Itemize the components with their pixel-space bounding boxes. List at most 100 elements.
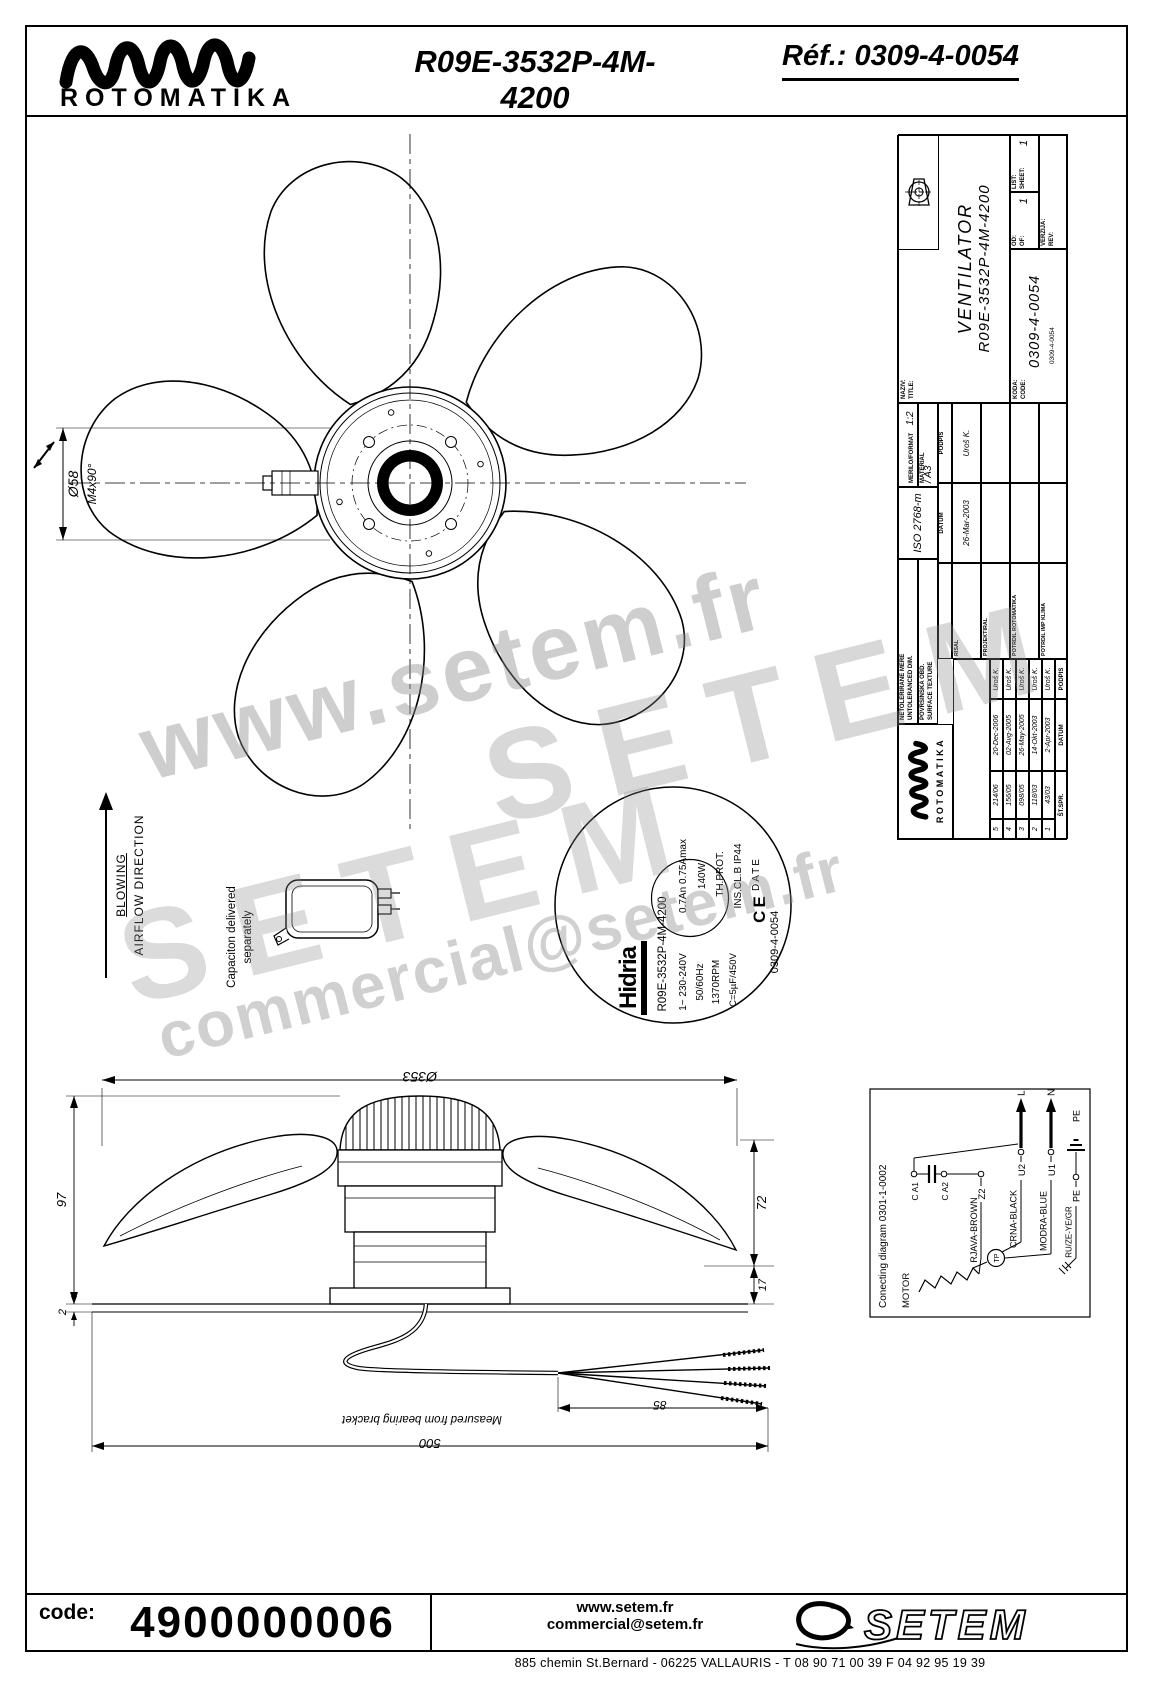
dim-500-label: 500 (418, 1436, 440, 1451)
iso-tolerance: ISO 2768-m (898, 487, 938, 559)
wire-blue-label: MODRA-BLUE (1039, 1191, 1049, 1251)
sticker-brand: Hidria (615, 945, 642, 1009)
dim-85: 85 (557, 1377, 769, 1412)
rev-row-date: 26-May-2005 (1016, 699, 1029, 771)
fan-front-view-drawing: Ø58 M4x90° (33, 134, 746, 834)
airflow-label-2-wrap: AIRFLOW DIRECTION (132, 790, 152, 980)
dim-97-label: 97 (54, 1192, 69, 1207)
capacitor-note-1: Capaciton delivered (226, 886, 238, 988)
dim-353-label: Ø353 (403, 1069, 438, 1085)
footer-contact: www.setem.fr commercial@setem.fr (480, 1599, 770, 1633)
rev-row-sig: Uroš K. (1042, 659, 1055, 699)
rotomatika-logo-icon (59, 38, 256, 90)
wire-ground-label: RU/ZE-YE/GR (1065, 1206, 1074, 1258)
rev-header-sig: PODPIS (1055, 659, 1068, 699)
netol-label-1: NETOLERIRANE MERE (900, 653, 906, 720)
sticker-voltage: 1~ 230-240V (678, 953, 689, 1011)
setem-swirl-icon (796, 1601, 851, 1641)
sticker-thermal: TH.PROT. (715, 851, 726, 897)
tp-label: TP (994, 1253, 1001, 1262)
rev-row-ref: 156/05 (1003, 771, 1016, 819)
dim-72-label: 72 (754, 1195, 769, 1210)
role-risal: RISAL (952, 563, 981, 659)
rev-header-date: DATUM (1055, 699, 1068, 771)
dim-500: 500 Measured from bearing bracket (91, 1312, 769, 1452)
dim-2: 2 (57, 1292, 92, 1326)
sticker-center-hole (650, 858, 730, 938)
ce-mark-icon: CE (750, 893, 769, 923)
dim-72: 72 (704, 1139, 774, 1267)
footer-code-label: code: (39, 1601, 96, 1624)
rev-row-n: 1 (1042, 819, 1055, 839)
pe-end-label: PE (1072, 1110, 1082, 1122)
koda-label: KODA: (1013, 379, 1019, 399)
rev-row-n: 4 (1003, 819, 1016, 839)
sticker-date-label: DATE (751, 857, 762, 891)
reference-number: Réf.: 0309-4-0054 (782, 40, 1019, 81)
dim-85-label: 85 (653, 1398, 667, 1412)
header-divider (25, 115, 1128, 117)
role-potrdil-2: POTRDIL IMP KLIMA (1039, 563, 1068, 659)
code-small: 0309-4-0054 (1049, 327, 1056, 364)
footer-code-value: 4900000006 (130, 1597, 395, 1647)
rev-row-sig: Uroš K. (1029, 659, 1042, 699)
motor-winding-icon (918, 1266, 980, 1293)
terminal-u2: U2 (1017, 1164, 1028, 1176)
rev-row-ref: 118/03 (1029, 771, 1042, 819)
rotomatika-logo-small-icon (908, 740, 929, 820)
shaft-dimension: Ø58 M4x90° (33, 427, 330, 541)
netol-label-2: UNTOLERANCED DIM. (907, 655, 914, 720)
footer-url[interactable]: www.setem.fr (576, 1599, 674, 1616)
title-block-logo-cell: ROTOMATIKA (898, 724, 953, 839)
airflow-label-1-wrap: BLOWING (114, 790, 134, 980)
fan-blades (80, 160, 703, 797)
rev-row-ref: 098/05 (1016, 771, 1029, 819)
sticker-speed: 1370RPM (711, 960, 722, 1004)
airflow-label-1: BLOWING (114, 853, 128, 917)
drawing-title-1: VENTILATOR (955, 202, 975, 335)
footer-email[interactable]: commercial@setem.fr (546, 1616, 704, 1633)
role-potrdil-1-date (1010, 483, 1039, 563)
rev-row-ref: 214/06 (990, 771, 1003, 819)
koda-cell: KODA: CODE: 0309-4-0054 0309-4-0054 (1010, 249, 1068, 403)
podpis-header: PODPIS (938, 403, 952, 483)
dim-overall-diameter: Ø353 (101, 1069, 738, 1146)
title-block: ROTOMATIKA 5 214/06 20-Dec-2006 Uroš K. … (897, 134, 1068, 840)
dim-17: 17 (732, 1266, 774, 1305)
code-value: 0309-4-0054 (1027, 274, 1043, 368)
side-blade-right (502, 1135, 738, 1252)
connection-title: Conecting diagram 0301-1-0002 (878, 1164, 889, 1308)
wire-brown-label: RJAVA-BROWN (969, 1197, 979, 1262)
role-risal-sig: Uroš K. (952, 403, 981, 483)
arrow-n-icon (1046, 1098, 1056, 1112)
rev-row-n: 5 (990, 819, 1003, 839)
role-potrdil-2-sig (1039, 403, 1068, 483)
sticker-capacitor: C=5µF/450V (728, 952, 739, 1006)
role-projektiral-sig (981, 403, 1010, 483)
role-projektiral: PROJEKTIRAL (981, 563, 1010, 659)
footer-address: 885 chemin St.Bernard - 06225 VALLAURIS … (514, 1656, 986, 1670)
title-block-spacer-cell (953, 659, 990, 839)
footer-divider (25, 1593, 1128, 1595)
surface-label-2: SURFACE TEXTURE (927, 661, 934, 720)
sticker-current: 0.7An 0.75Amax (678, 839, 689, 913)
rev-row-sig: Uroš K. (1016, 659, 1029, 699)
rev-header-n: ŠT.SPR. (1055, 771, 1068, 839)
power-cable (343, 1303, 771, 1406)
rev-row-n: 3 (1016, 819, 1029, 839)
rev-row-date: 02-Avg-2005 (1003, 699, 1016, 771)
role-potrdil-2-date (1039, 483, 1068, 563)
verzija-label: VERZIJA: (1041, 218, 1047, 246)
header-brand: ROTOMATIKA (60, 84, 298, 112)
page-title: R09E-3532P-4M-4200 (414, 44, 656, 115)
side-view-note: Measured from bearing bracket (341, 1413, 502, 1425)
fan-side-view-drawing: Ø353 97 2 (54, 1069, 774, 1452)
capacitor-drawing (273, 879, 400, 946)
hidria-logo-icon: Hidria (615, 941, 647, 1015)
motor-body (329, 1095, 511, 1305)
terminal-pe: PE (1072, 1190, 1082, 1202)
setem-logo: SETEM (795, 1600, 1026, 1650)
of-value: 1 (1018, 198, 1030, 205)
surface-label-1: POVRŠINSKA OBD. (920, 663, 926, 720)
rev-row-ref: 43/03 (1042, 771, 1055, 819)
